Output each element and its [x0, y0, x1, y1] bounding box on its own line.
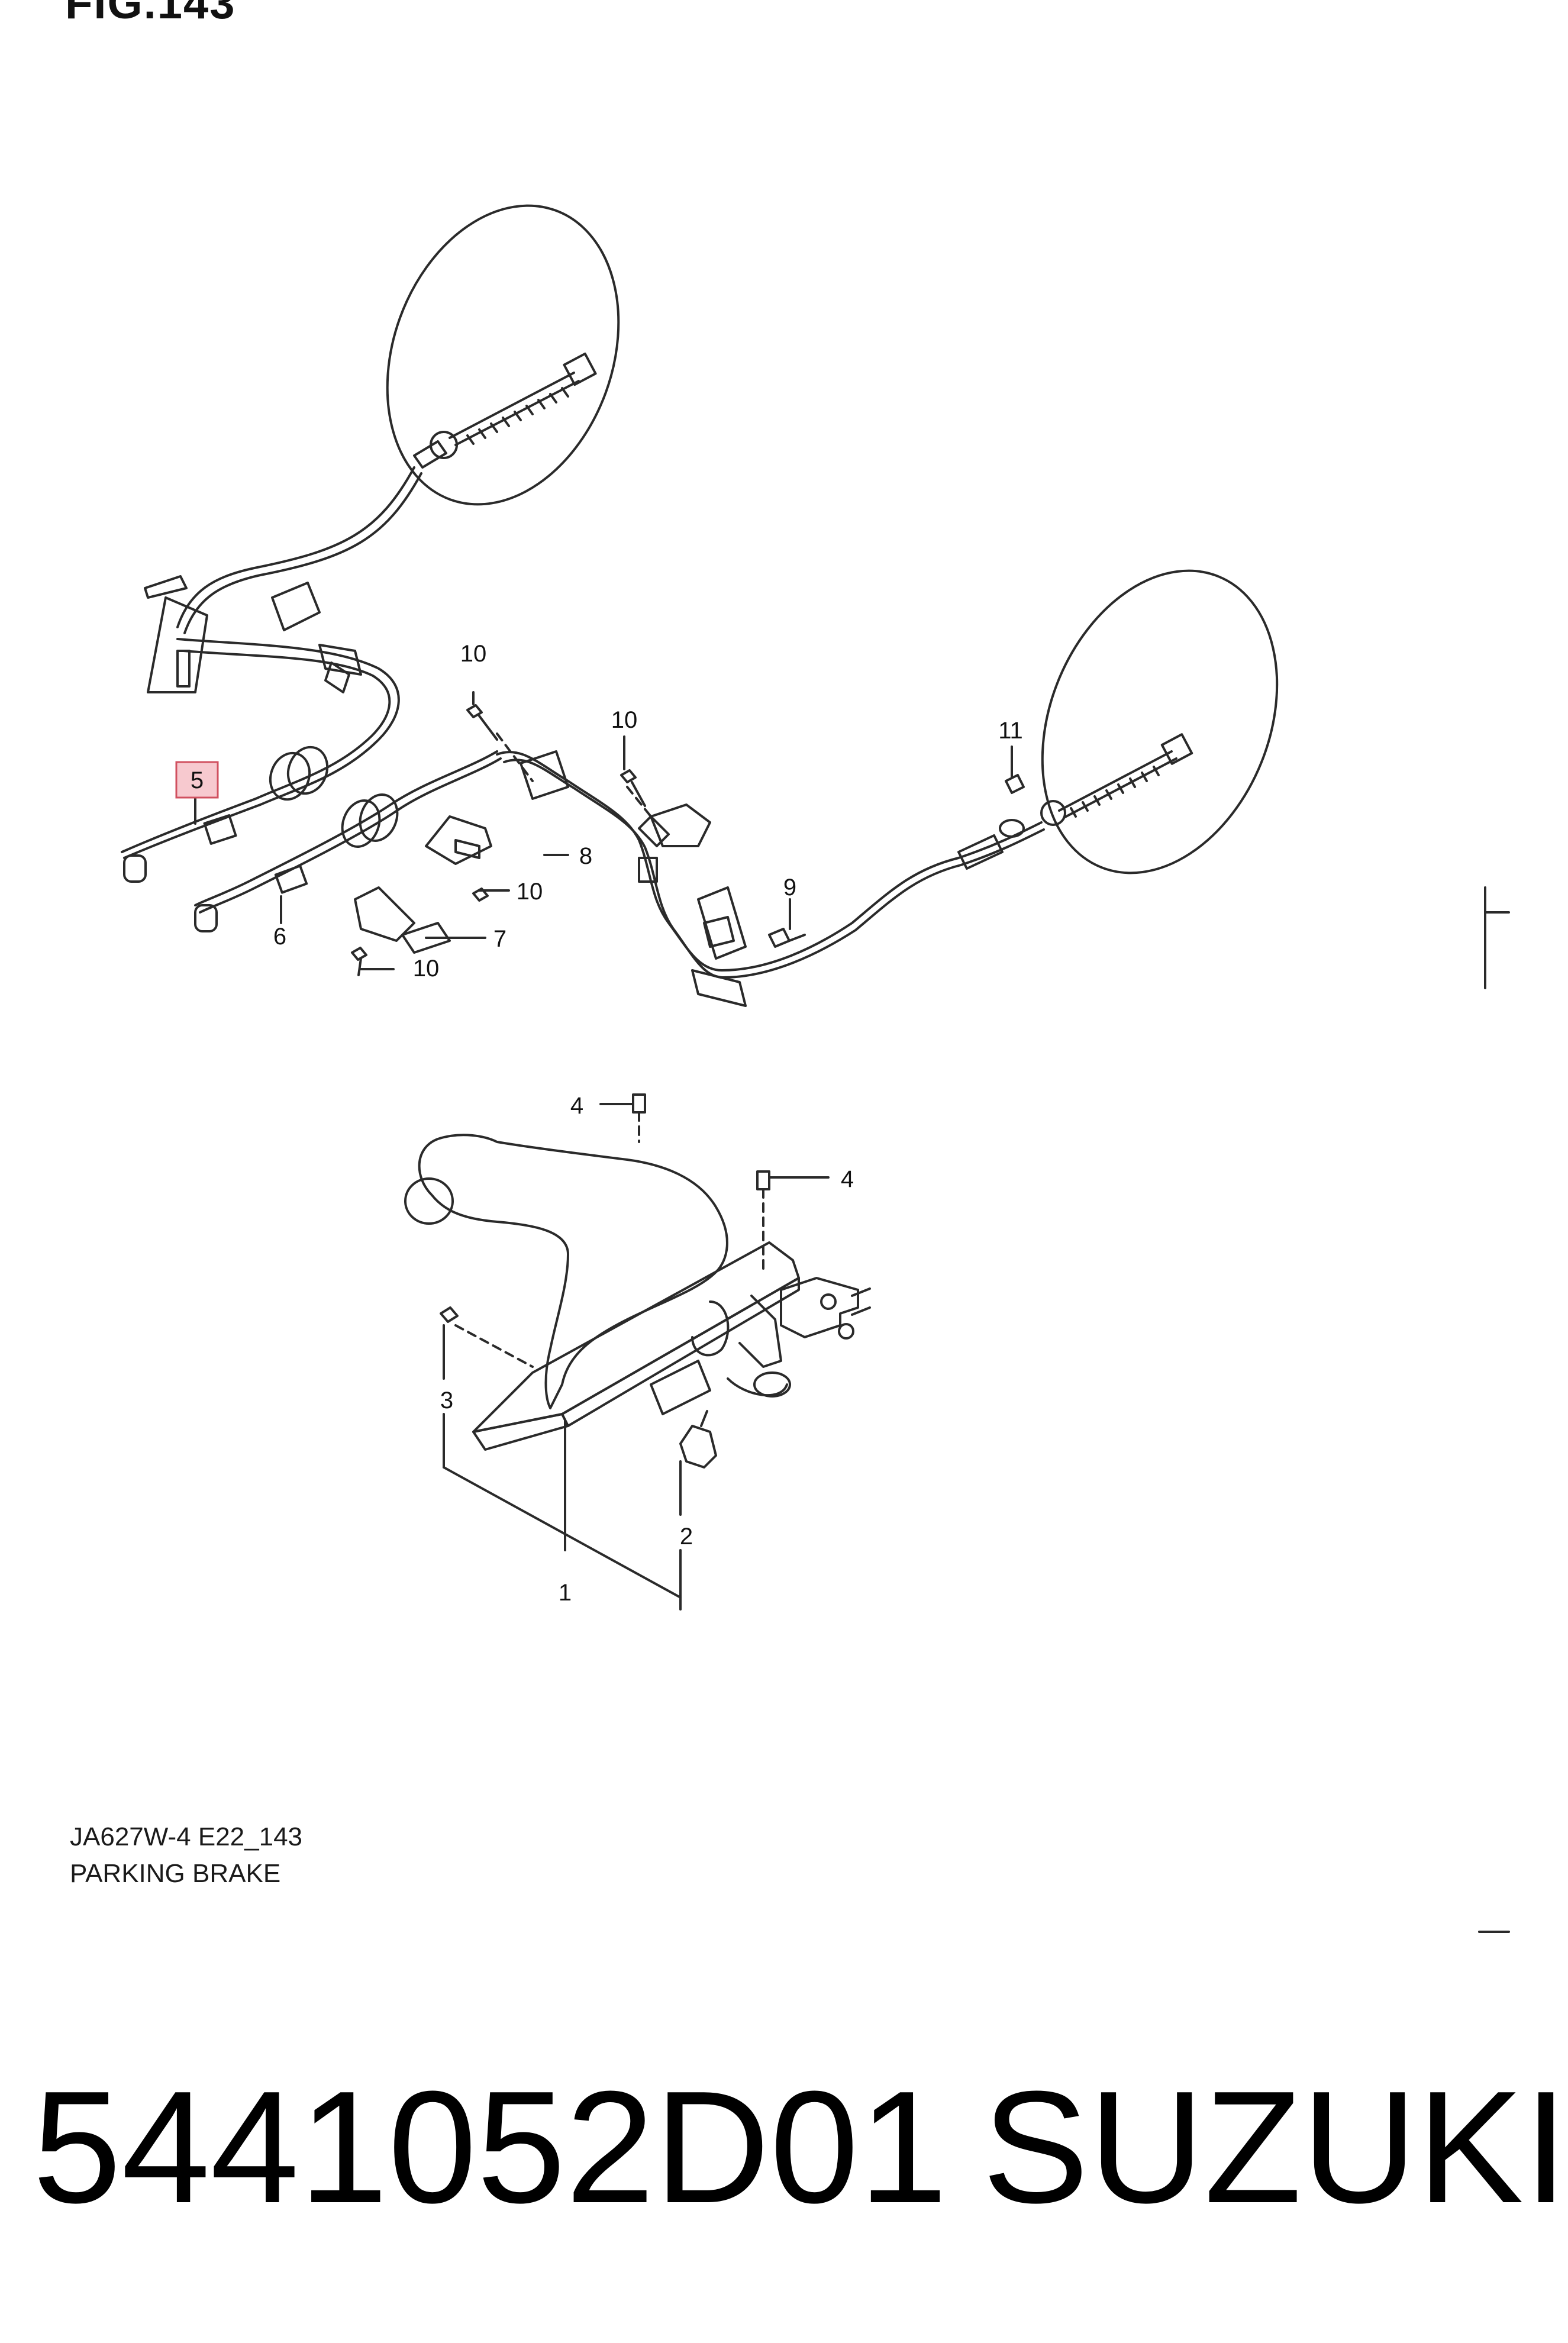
parking-brake-lever [404, 1134, 871, 1469]
bolts [351, 704, 1025, 976]
left-brake-drum [386, 204, 620, 506]
figure-name: PARKING BRAKE [70, 1859, 281, 1888]
callout-7: 7 [493, 926, 506, 952]
callout-2: 2 [680, 1524, 693, 1550]
callout-10-d: 10 [413, 956, 440, 982]
parking-brake-diagram: 5 6 7 8 9 10 10 10 10 11 4 4 3 2 1 [121, 204, 1510, 1933]
cable-guide-bracket [354, 750, 711, 954]
callout-1: 1 [559, 1580, 572, 1606]
left-adjuster [413, 352, 597, 469]
callout-10-a: 10 [460, 641, 487, 667]
left-brake-cable [121, 466, 422, 883]
product-banner: 5441052D01 SUZUKI [0, 2058, 1568, 2248]
callout-10-c: 10 [517, 879, 543, 905]
right-adjuster [1040, 733, 1193, 826]
callout-6: 6 [273, 924, 286, 950]
callout-4-left: 4 [570, 1093, 583, 1119]
figure-code: JA627W-4 E22_143 [70, 1822, 303, 1851]
callout-3: 3 [440, 1387, 453, 1413]
center-brake-cable [194, 750, 502, 932]
part-number: 5441052D01 [33, 2058, 948, 2236]
callout-10-b: 10 [611, 707, 638, 733]
callout-11: 11 [998, 718, 1023, 744]
right-brake-cable [496, 751, 1045, 1007]
callout-4-right: 4 [841, 1166, 854, 1192]
leader-lines-upper [194, 691, 1013, 970]
callout-5: 5 [191, 767, 204, 793]
callout-5-highlight [175, 761, 219, 799]
leader-lines-lower [440, 1093, 830, 1611]
callout-8: 8 [579, 843, 592, 869]
right-brake-drum [1041, 569, 1279, 874]
figure-title: FIG.143 [65, 0, 236, 28]
brand-name: SUZUKI [982, 2058, 1568, 2236]
callout-9: 9 [783, 874, 796, 901]
